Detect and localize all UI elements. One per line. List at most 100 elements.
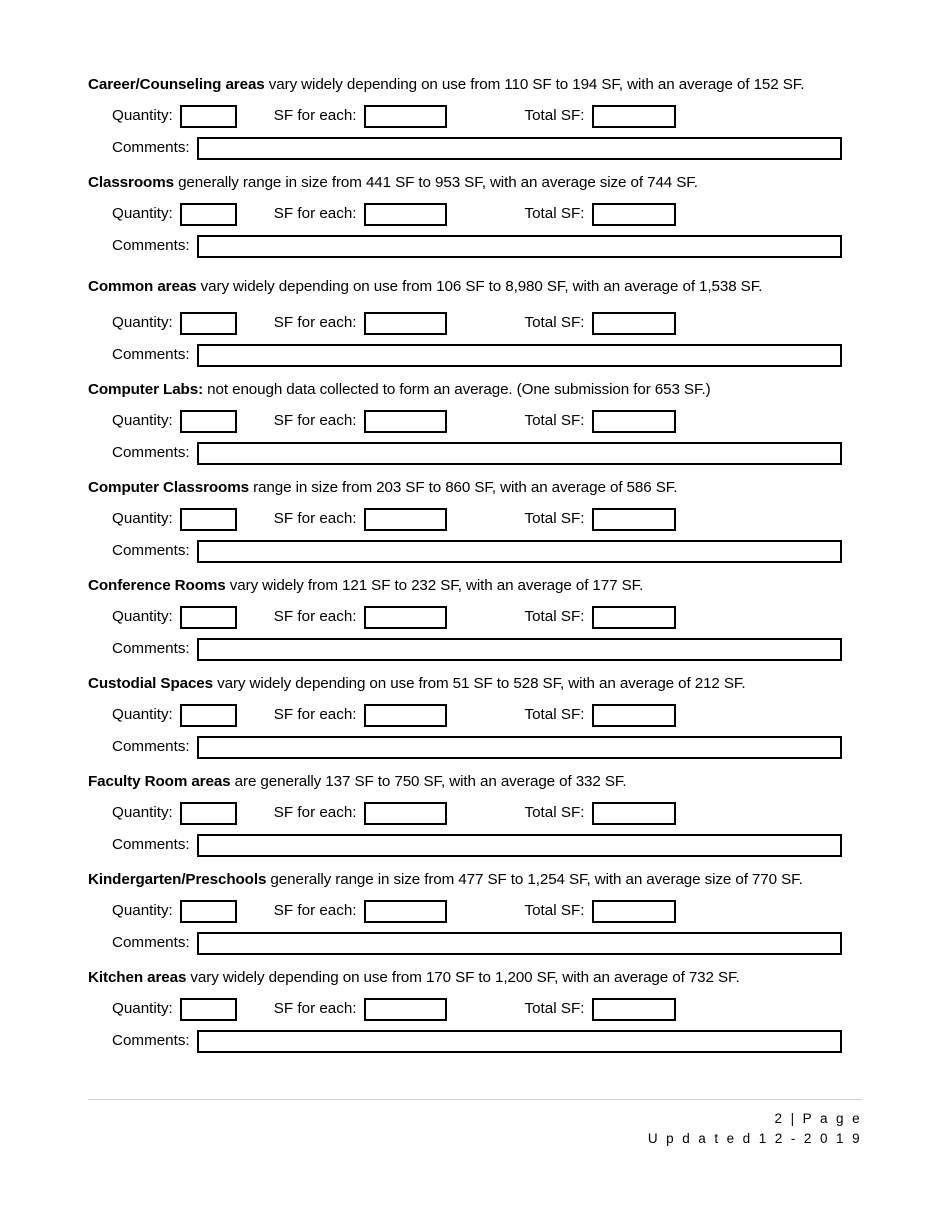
quantity-input[interactable] [179,104,237,128]
total-sf-label: Total SF: [524,314,585,331]
quantity-input[interactable] [179,605,237,629]
section-body-text: not enough data collected to form an ave… [203,381,711,398]
comments-input[interactable] [196,343,842,367]
sf-for-each-label: SF for each: [273,205,357,222]
total-sf-label: Total SF: [524,412,585,429]
comments-label: Comments: [112,237,190,254]
comments-input[interactable] [196,637,842,661]
measurement-field-row: Quantity: SF for each: Total SF: [88,309,850,337]
comments-input[interactable] [196,136,842,160]
form-section-7: Custodial Spaces vary widely depending o… [88,673,850,771]
comments-field-row: Comments: [88,538,850,564]
form-section-6: Conference Rooms vary widely from 121 SF… [88,575,850,673]
quantity-input[interactable] [179,409,237,433]
total-sf-input[interactable] [592,507,677,531]
sf-for-each-label: SF for each: [273,804,357,821]
section-description: Faculty Room areas are generally 137 SF … [88,771,850,793]
comments-label: Comments: [112,738,190,755]
sf-for-each-input[interactable] [363,605,447,629]
form-section-9: Kindergarten/Preschools generally range … [88,869,850,967]
total-sf-input[interactable] [592,311,677,335]
comments-label: Comments: [112,139,190,156]
quantity-label: Quantity: [112,1000,173,1017]
total-sf-input[interactable] [592,899,677,923]
comments-input[interactable] [196,735,842,759]
form-section-10: Kitchen areas vary widely depending on u… [88,967,850,1065]
measurement-field-row: Quantity: SF for each: Total SF: [88,407,850,435]
total-sf-label: Total SF: [524,608,585,625]
comments-label: Comments: [112,346,190,363]
form-section-1: Career/Counseling areas vary widely depe… [88,74,850,172]
sf-for-each-input[interactable] [363,997,447,1021]
sf-for-each-input[interactable] [363,104,447,128]
comments-input[interactable] [196,234,842,258]
form-section-8: Faculty Room areas are generally 137 SF … [88,771,850,869]
form-section-3: Common areas vary widely depending on us… [88,270,850,379]
comments-label: Comments: [112,836,190,853]
measurement-field-row: Quantity: SF for each: Total SF: [88,799,850,827]
sf-for-each-input[interactable] [363,311,447,335]
sf-for-each-input[interactable] [363,703,447,727]
section-description: Custodial Spaces vary widely depending o… [88,673,850,695]
comments-field-row: Comments: [88,832,850,858]
quantity-input[interactable] [179,311,237,335]
section-description: Kindergarten/Preschools generally range … [88,869,850,891]
comments-label: Comments: [112,1032,190,1049]
total-sf-input[interactable] [592,409,677,433]
total-sf-input[interactable] [592,997,677,1021]
quantity-input[interactable] [179,801,237,825]
comments-field-row: Comments: [88,135,850,161]
measurement-field-row: Quantity: SF for each: Total SF: [88,897,850,925]
measurement-field-row: Quantity: SF for each: Total SF: [88,102,850,130]
section-spacer [88,368,850,379]
quantity-input[interactable] [179,507,237,531]
sf-for-each-input[interactable] [363,899,447,923]
section-spacer [88,161,850,172]
form-sections-container: Career/Counseling areas vary widely depe… [88,74,850,1065]
total-sf-label: Total SF: [524,205,585,222]
total-sf-input[interactable] [592,703,677,727]
quantity-input[interactable] [179,997,237,1021]
total-sf-input[interactable] [592,605,677,629]
section-description: Computer Classrooms range in size from 2… [88,477,850,499]
total-sf-label: Total SF: [524,804,585,821]
comments-input[interactable] [196,539,842,563]
quantity-input[interactable] [179,202,237,226]
sf-for-each-label: SF for each: [273,107,357,124]
section-description: Kitchen areas vary widely depending on u… [88,967,850,989]
quantity-label: Quantity: [112,314,173,331]
section-spacer [88,466,850,477]
quantity-label: Quantity: [112,107,173,124]
total-sf-input[interactable] [592,104,677,128]
total-sf-input[interactable] [592,202,677,226]
quantity-label: Quantity: [112,205,173,222]
section-title: Classrooms [88,174,174,191]
comments-field-row: Comments: [88,1028,850,1054]
section-body-text: vary widely depending on use from 51 SF … [213,675,746,692]
comments-input[interactable] [196,1029,842,1053]
sf-for-each-input[interactable] [363,202,447,226]
quantity-input[interactable] [179,899,237,923]
comments-input[interactable] [196,833,842,857]
footer-page-number: 2 | P a g e [774,1111,862,1126]
measurement-field-row: Quantity: SF for each: Total SF: [88,200,850,228]
quantity-label: Quantity: [112,510,173,527]
total-sf-input[interactable] [592,801,677,825]
quantity-label: Quantity: [112,902,173,919]
comments-input[interactable] [196,931,842,955]
sf-for-each-input[interactable] [363,409,447,433]
quantity-input[interactable] [179,703,237,727]
section-description: Career/Counseling areas vary widely depe… [88,74,850,96]
comments-input[interactable] [196,441,842,465]
sf-for-each-input[interactable] [363,507,447,531]
section-body-text: vary widely from 121 SF to 232 SF, with … [225,577,644,594]
total-sf-label: Total SF: [524,510,585,527]
footer-updated-date: U p d a t e d 1 2 - 2 0 1 9 [647,1131,862,1146]
total-sf-label: Total SF: [524,107,585,124]
section-title: Computer Classrooms [88,479,249,496]
quantity-label: Quantity: [112,706,173,723]
section-title: Career/Counseling areas [88,76,265,93]
sf-for-each-input[interactable] [363,801,447,825]
section-spacer [88,956,850,967]
